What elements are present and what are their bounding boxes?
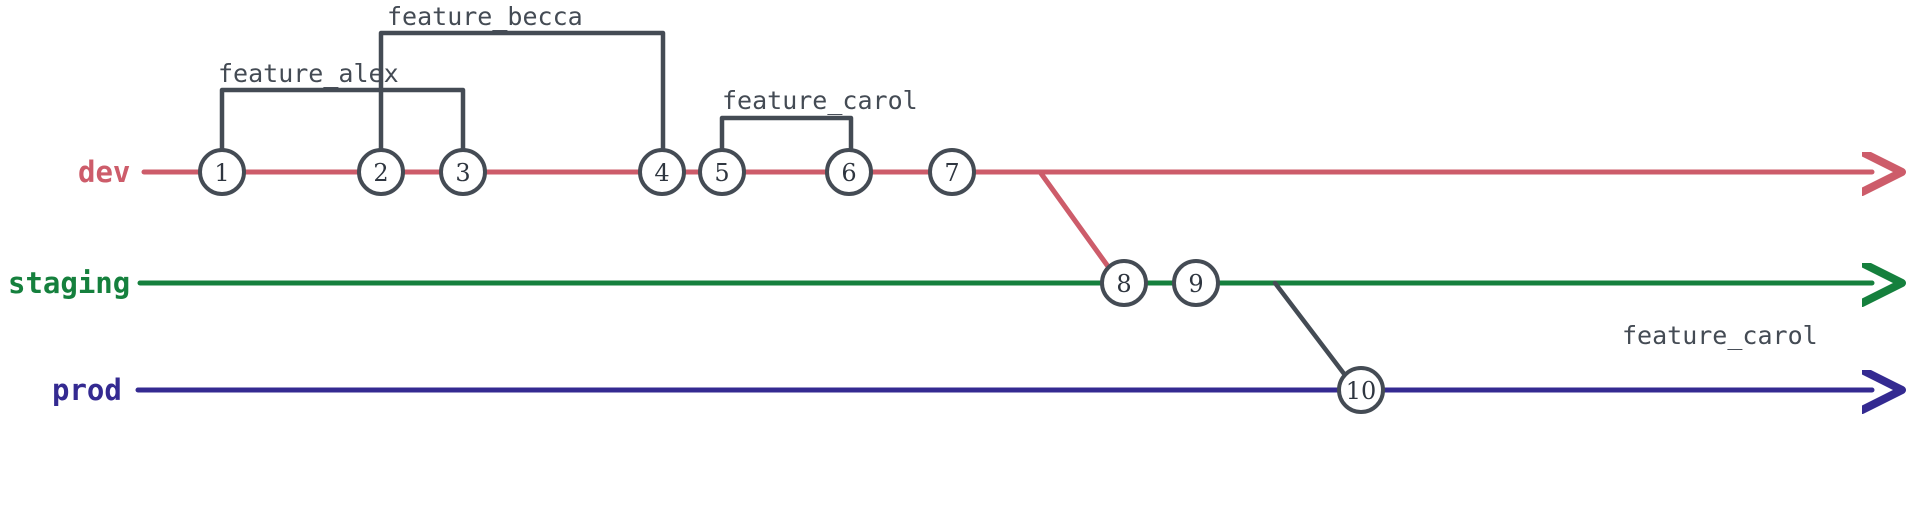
branch-label-dev: dev (78, 155, 130, 189)
merge-lines (1037, 169, 1351, 382)
branch-labels: dev staging prod (8, 155, 130, 407)
commit-number-4: 4 (654, 159, 669, 187)
commit-circle-9[interactable] (1172, 259, 1220, 307)
merge-line-staging-to-prod (1272, 280, 1351, 382)
commit-number-5: 5 (714, 159, 729, 187)
commit-node-2[interactable]: 2 (357, 148, 405, 196)
branch-label-prod: prod (52, 373, 122, 407)
commit-node-6[interactable]: 6 (825, 148, 873, 196)
commit-number-8: 8 (1116, 270, 1131, 298)
commit-node-10[interactable]: 10 (1337, 366, 1385, 414)
commit-circle-2[interactable] (357, 148, 405, 196)
commit-number-9: 9 (1188, 270, 1203, 298)
commit-circle-1[interactable] (198, 148, 246, 196)
commit-number-3: 3 (455, 159, 470, 187)
feature-label-feature-carol-dev: feature_carol (722, 86, 918, 115)
feature-bracket-feature-alex (219, 87, 466, 175)
feature-brackets (219, 30, 854, 175)
merge-label-feature-carol-prod: feature_carol (1622, 321, 1818, 350)
commit-circle-10[interactable] (1337, 366, 1385, 414)
branch-lines (135, 172, 1872, 390)
commit-node-7[interactable]: 7 (928, 148, 976, 196)
commit-circle-4[interactable] (638, 148, 686, 196)
feature-label-feature-alex: feature_alex (218, 59, 399, 88)
feature-bracket-feature-carol-dev (719, 115, 854, 175)
commit-circle-8[interactable] (1100, 259, 1148, 307)
commit-node-4[interactable]: 4 (638, 148, 686, 196)
commit-node-5[interactable]: 5 (698, 148, 746, 196)
merge-line-dev-to-staging (1037, 169, 1115, 275)
commit-node-3[interactable]: 3 (439, 148, 487, 196)
commit-number-6: 6 (841, 159, 856, 187)
commit-number-1: 1 (214, 159, 229, 187)
feature-bracket-feature-becca (378, 30, 666, 175)
commit-node-8[interactable]: 8 (1100, 259, 1148, 307)
commit-number-2: 2 (373, 159, 388, 187)
commit-nodes: 1 2 3 4 5 6 7 (198, 148, 1385, 414)
commit-circle-3[interactable] (439, 148, 487, 196)
commit-node-9[interactable]: 9 (1172, 259, 1220, 307)
commit-number-7: 7 (944, 159, 959, 187)
commit-number-10: 10 (1346, 377, 1377, 405)
commit-circle-7[interactable] (928, 148, 976, 196)
branch-label-staging: staging (8, 266, 130, 300)
commit-node-1[interactable]: 1 (198, 148, 246, 196)
commit-circle-6[interactable] (825, 148, 873, 196)
feature-bracket-labels: feature_alex feature_becca feature_carol… (218, 2, 1818, 350)
feature-label-feature-becca: feature_becca (387, 2, 583, 31)
commit-circle-5[interactable] (698, 148, 746, 196)
